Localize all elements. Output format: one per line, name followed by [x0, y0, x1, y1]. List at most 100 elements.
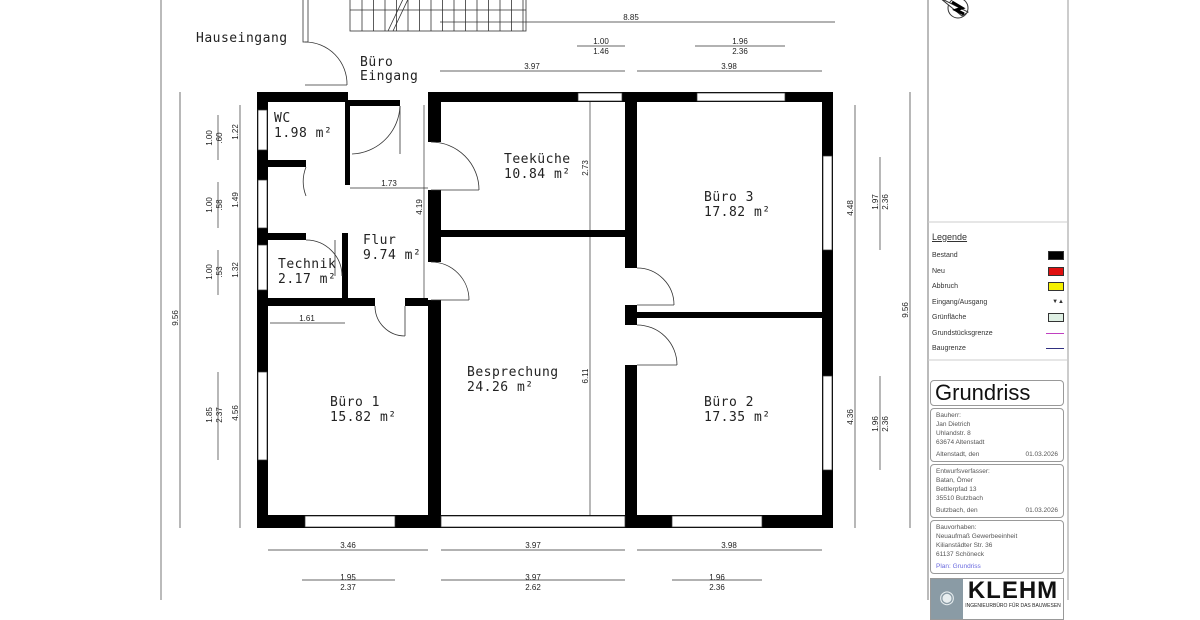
bauherr-city: 63674 Altenstadt: [936, 439, 985, 446]
entrance-exit-icon: ▼▲: [1052, 299, 1064, 306]
legend-item: Grünfläche: [932, 310, 1064, 326]
verfasser-box: Entwurfsverfasser: Batan, Ömer Bettlerpf…: [930, 464, 1064, 518]
room-area: 10.84 m²: [504, 167, 571, 182]
dim-label: .60: [215, 132, 224, 144]
dim-label: 1.95: [340, 573, 356, 582]
room-area: 2.17 m²: [278, 272, 336, 287]
legend-item: Eingang/Ausgang ▼▲: [932, 295, 1064, 311]
dim-label: 3.98: [721, 541, 737, 550]
company-logo: ◉ KLEHM INGENIEURBÜRO FÜR DAS BAUWESEN: [930, 578, 1064, 620]
legend-label: Bestand: [932, 252, 958, 260]
dim-label: 1.46: [593, 47, 609, 56]
dim-label: 2.36: [881, 416, 890, 432]
eye-logo-icon: ◉: [931, 579, 963, 619]
verfasser-heading: Entwurfsverfasser:: [936, 468, 990, 475]
room-name: Büro 1: [330, 395, 380, 410]
dim-label: 4.36: [846, 409, 855, 425]
legend-line: [1046, 332, 1064, 334]
buero-eingang-label: Büro: [360, 55, 393, 70]
dim-label: 1.00: [205, 130, 214, 146]
floor-plan: Hauseingang Büro Eingang WC 1.98 m² Teek…: [160, 0, 1069, 600]
dim-label: 1.96: [732, 37, 748, 46]
legend-item: Baugrenze: [932, 341, 1064, 357]
vorhaben-line: Kilianstädter Str. 36: [936, 542, 993, 549]
dim-label: 6.11: [581, 368, 590, 384]
door-swings: [302, 105, 678, 366]
vorhaben-heading: Bauvorhaben:: [936, 524, 977, 531]
dim-label: 1.61: [299, 314, 315, 323]
verfasser-street: Bettlerpfad 13: [936, 486, 977, 493]
dim-label: 3.46: [340, 541, 356, 550]
legend-label: Abbruch: [932, 283, 959, 291]
room-name: Büro 2: [704, 395, 754, 410]
dim-label: 1.00: [593, 37, 609, 46]
dim-label: 1.32: [231, 262, 240, 278]
logo-subtitle: INGENIEURBÜRO FÜR DAS BAUWESEN: [965, 603, 1061, 609]
legend-item: Neu: [932, 264, 1064, 280]
house-entrance-door: [302, 0, 348, 86]
room-area: 17.82 m²: [704, 205, 771, 220]
dim-label: 1.97: [871, 194, 880, 210]
legend-item: Abbruch: [932, 279, 1064, 295]
dim-label: 3.97: [524, 62, 540, 71]
dim-label: 2.36: [732, 47, 748, 56]
legend-swatch: [1048, 282, 1064, 292]
verfasser-name: Batan, Ömer: [936, 477, 973, 484]
dim-label: 1.00: [205, 197, 214, 213]
buero-eingang-label: Eingang: [360, 69, 418, 84]
north-arrow-icon: [941, 0, 969, 19]
dim-label: .53: [215, 266, 224, 278]
dim-label: 8.85: [623, 13, 639, 22]
dim-label: 2.73: [581, 160, 590, 176]
dim-label: 1.73: [381, 179, 397, 188]
verfasser-place: Butzbach, den: [936, 507, 978, 514]
room-name: Flur: [363, 233, 396, 248]
title-block: Grundriss Bauherr: Jan Dietrich Uhlandst…: [930, 380, 1064, 620]
dim-label: 1.00: [205, 264, 214, 280]
dim-label: 3.97: [525, 541, 541, 550]
legend-line: [1046, 348, 1064, 350]
room-name: Besprechung: [467, 365, 559, 380]
windows: [257, 92, 833, 528]
legend-swatch: [1048, 266, 1064, 276]
room-area: 1.98 m²: [274, 126, 332, 141]
dim-label: 9.56: [901, 302, 910, 318]
legend-item: Grundstücksgrenze: [932, 326, 1064, 342]
dim-label: 2.37: [340, 583, 356, 592]
plan-name: Plan: Grundriss: [936, 563, 981, 570]
legend-label: Eingang/Ausgang: [932, 298, 988, 306]
dim-label: 9.56: [171, 310, 180, 326]
bauherr-date: 01.03.2026: [1025, 451, 1058, 458]
room-name: Technik: [278, 257, 336, 272]
legend-label: Grundstücksgrenze: [932, 329, 993, 337]
verfasser-city: 35510 Butzbach: [936, 495, 983, 502]
legend-swatch: [1048, 251, 1064, 261]
vorhaben-box: Bauvorhaben: Neuaufmaß Gewerbeeinheit Ki…: [930, 520, 1064, 574]
staircase: [349, 0, 527, 32]
dim-label: 4.56: [231, 405, 240, 421]
dim-label: 2.37: [215, 407, 224, 423]
dim-label: 4.19: [415, 199, 424, 215]
room-area: 24.26 m²: [467, 380, 534, 395]
bauherr-box: Bauherr: Jan Dietrich Uhlandstr. 8 63674…: [930, 408, 1064, 462]
bauherr-heading: Bauherr:: [936, 412, 961, 419]
room-area: 15.82 m²: [330, 410, 397, 425]
dim-label: 1.96: [709, 573, 725, 582]
dim-label: 4.48: [846, 200, 855, 216]
dim-label: 3.98: [721, 62, 737, 71]
dimension-lines: [179, 21, 911, 581]
dim-label: 2.62: [525, 583, 541, 592]
legend-label: Neu: [932, 267, 945, 275]
dim-label: 2.36: [709, 583, 725, 592]
bauherr-place: Altenstadt, den: [936, 451, 980, 458]
logo-brand: KLEHM: [967, 577, 1059, 604]
bauherr-street: Uhlandstr. 8: [936, 430, 971, 437]
plan-title: Grundriss: [930, 380, 1064, 406]
dim-label: 1.22: [231, 124, 240, 140]
room-name: Teeküche: [504, 152, 571, 167]
legend-item: Bestand: [932, 248, 1064, 264]
room-area: 9.74 m²: [363, 248, 421, 263]
room-name: WC: [274, 111, 291, 126]
dim-label: 3.97: [525, 573, 541, 582]
